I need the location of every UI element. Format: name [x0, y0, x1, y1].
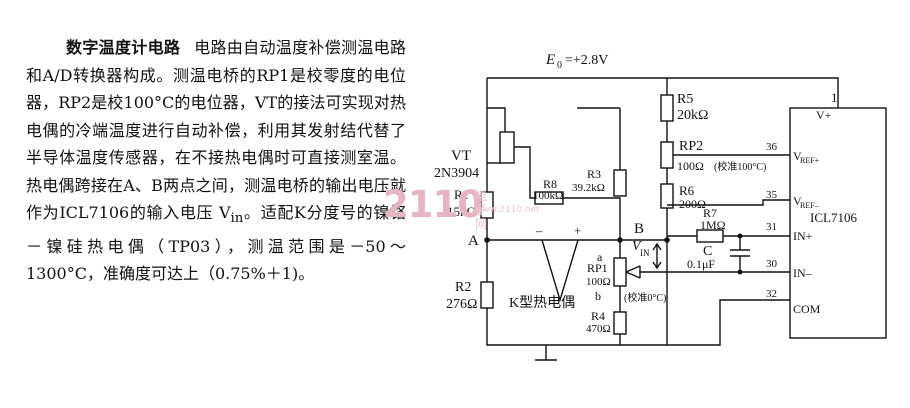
- rp1-note: (校准0°C): [624, 291, 666, 304]
- article-text: 数字温度计电路电路由自动温度补偿测温电路和A/D转换器构成。测温电桥的RP1是校…: [26, 34, 406, 288]
- rp1-potentiometer: [613, 257, 627, 287]
- vt-collector-wire: [487, 107, 506, 132]
- r7-value: 1MΩ: [700, 218, 726, 232]
- vin-subscript: in: [230, 211, 244, 227]
- node-b-label: B: [634, 221, 644, 237]
- r6-name: R6: [679, 183, 695, 198]
- article-body-tail: 。适配K分度号的镍铬－镍硅热电偶（TP03），测温范围是－50～1300°C，准…: [26, 203, 406, 284]
- vt-base-wire: [514, 146, 531, 185]
- node-b-dot: [664, 237, 670, 243]
- vplus-label: V+: [816, 108, 832, 122]
- rp1-wiper-arrow: [625, 265, 641, 279]
- supply-sub: 0: [557, 60, 562, 71]
- r8-r3-wire: [529, 185, 621, 240]
- r6-value: 200Ω: [679, 197, 706, 211]
- ic-name: ICL7106: [810, 210, 857, 225]
- r2-resistor: [480, 281, 494, 309]
- r3-name: R3: [587, 167, 601, 181]
- c-name: C: [703, 244, 712, 259]
- r5-name: R5: [677, 92, 693, 107]
- r2-value: 276Ω: [446, 297, 477, 312]
- pin-30: 30: [766, 258, 778, 270]
- pin-1: 1: [831, 90, 838, 105]
- cap-bottom-dot: [737, 269, 743, 275]
- node-b-small: b: [595, 289, 601, 303]
- vref-minus-sub: REF–: [800, 201, 820, 210]
- watermark-url: www.2110.net: [475, 205, 540, 215]
- r4-name: R4: [591, 309, 605, 323]
- supply-rail: [487, 77, 839, 108]
- cap-top-dot: [737, 233, 743, 239]
- pin-35: 35: [766, 189, 778, 201]
- supply-label: E: [545, 52, 555, 68]
- vref-minus-main: V: [793, 194, 802, 208]
- vt-transistor-body: [499, 131, 515, 164]
- vin-arrow: [652, 242, 662, 270]
- thermocouple-symbol: [541, 239, 579, 303]
- node-a-small: a: [597, 250, 603, 264]
- vt-part: 2N3904: [434, 166, 479, 181]
- r1-name: R1: [454, 187, 469, 202]
- r2-name: R2: [455, 280, 471, 295]
- r8-resistor: [534, 191, 564, 205]
- rp1-name: RP1: [587, 261, 608, 275]
- in-plus-label: IN+: [793, 229, 813, 243]
- r5-value: 20kΩ: [677, 108, 708, 123]
- watermark-chinese: 电子网: [475, 189, 488, 231]
- r7-name: R7: [703, 206, 717, 220]
- c-value: 0.1μF: [687, 257, 715, 271]
- vt-name: VT: [451, 148, 471, 164]
- rp2-name: RP2: [679, 139, 703, 154]
- watermark-number: 2110: [383, 183, 483, 226]
- in-minus-label: IN–: [793, 266, 813, 280]
- r8-name: R8: [543, 177, 557, 191]
- r4-resistor: [613, 311, 627, 335]
- watermark: 2110 电子网 www.2110.net: [383, 183, 540, 231]
- node-a-label: A: [468, 233, 479, 249]
- rp2-note: (校准100°C): [714, 160, 766, 173]
- vref-minus-wire: [667, 199, 790, 206]
- r8-value: 100kΩ: [533, 190, 563, 202]
- vin-sub: IN: [640, 248, 650, 258]
- r3-resistor: [613, 169, 627, 197]
- rp2-value: 100Ω: [677, 159, 704, 173]
- pin-36: 36: [766, 141, 778, 153]
- r7-resistor: [696, 229, 724, 243]
- tc-minus: –: [535, 223, 543, 238]
- vin-label: V: [632, 239, 642, 254]
- tc-plus: +: [574, 223, 581, 238]
- rp1-value: 100Ω: [586, 276, 611, 288]
- r1-resistor: [480, 191, 494, 219]
- r1-value: 15kΩ: [447, 204, 476, 219]
- capacitor-c: [730, 236, 750, 272]
- pin-32: 32: [766, 288, 777, 300]
- vref-plus-main: V: [793, 149, 802, 163]
- pin-31: 31: [766, 221, 777, 233]
- thermocouple-label: K型热电偶: [509, 295, 575, 311]
- r5-resistor: [660, 94, 674, 122]
- icl7106-box: [789, 107, 887, 339]
- ground-return-wire: [486, 248, 790, 346]
- r3-value: 39.2kΩ: [572, 182, 605, 194]
- vref-plus-sub: REF+: [800, 156, 820, 165]
- article-title: 数字温度计电路: [66, 38, 181, 57]
- ground-symbol: [535, 345, 557, 361]
- r4-value: 470Ω: [586, 323, 611, 335]
- rp2-potentiometer: [660, 141, 674, 169]
- article-body: 电路由自动温度补偿测温电路和A/D转换器构成。测温电桥的RP1是校零度的电位器，…: [26, 38, 406, 222]
- com-label: COM: [793, 302, 821, 316]
- supply-value: =+2.8V: [565, 53, 608, 68]
